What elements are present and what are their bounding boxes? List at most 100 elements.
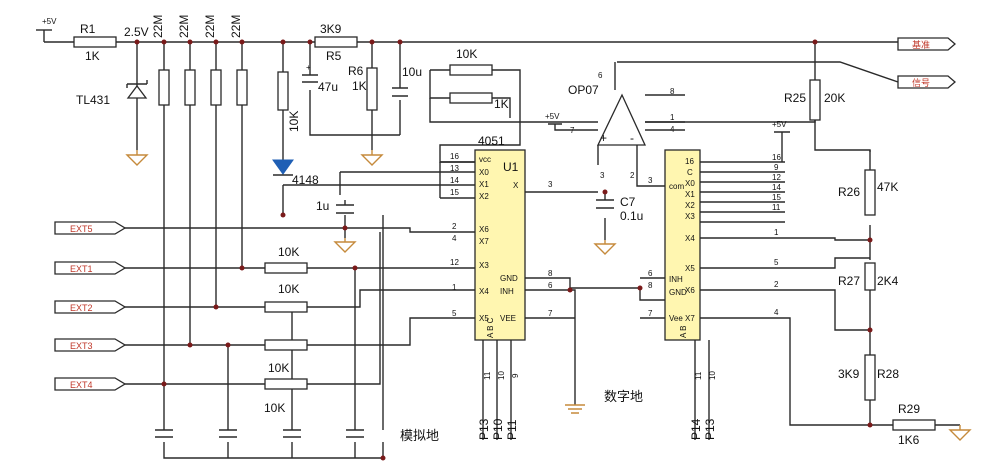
r10k-top-label: 10K: [456, 47, 477, 61]
svg-text:-: -: [630, 131, 634, 145]
cap-47u: + 47u: [302, 63, 338, 94]
svg-text:X5: X5: [479, 314, 489, 323]
svg-text:X3: X3: [479, 261, 489, 270]
svg-text:2K4: 2K4: [877, 274, 899, 288]
svg-text:X6: X6: [479, 225, 489, 234]
junction-dots: [134, 39, 873, 461]
svg-text:X3: X3: [685, 212, 695, 221]
bottom-caps: [155, 429, 364, 438]
svg-text:X2: X2: [479, 192, 489, 201]
svg-text:1K6: 1K6: [898, 433, 920, 447]
plus5v-opamp: +5V: [545, 112, 598, 131]
svg-text:R26: R26: [838, 185, 860, 199]
r22m-2: 22M: [177, 15, 191, 38]
svg-text:+5V: +5V: [545, 112, 560, 121]
svg-text:10: 10: [708, 371, 717, 380]
output-jizhun: 基准: [912, 39, 930, 50]
svg-text:X4: X4: [479, 287, 489, 296]
wires: [43, 30, 960, 459]
svg-text:16: 16: [685, 157, 694, 166]
svg-text:+: +: [306, 63, 311, 72]
resistor-1k-mid: 1K: [449, 92, 509, 111]
tl431-label: TL431: [76, 93, 110, 107]
svg-text:GND: GND: [500, 274, 518, 283]
svg-text:P14: P14: [689, 418, 703, 440]
c7-ref: C7: [620, 195, 636, 209]
svg-text:A B: A B: [679, 326, 688, 338]
resistor-r26: R26 47K: [838, 169, 898, 216]
svg-text:13: 13: [450, 164, 459, 173]
svg-text:6: 6: [548, 281, 553, 290]
svg-text:X0: X0: [479, 168, 489, 177]
u1-ref: U1: [503, 160, 519, 174]
chip-u1-4051: 4051 U1 16 13 14 15 2 4 12 1 5 vcc X0 X1…: [450, 134, 553, 440]
resistor-r28: 3K9 R28: [838, 354, 899, 401]
svg-text:GND: GND: [669, 288, 687, 297]
cap-c7: C7 0.1u: [596, 195, 643, 223]
op07-label: OP07: [568, 83, 599, 97]
svg-text:EXT4: EXT4: [70, 380, 93, 390]
svg-text:X5: X5: [685, 264, 695, 273]
svg-text:12: 12: [450, 258, 459, 267]
svg-text:4: 4: [452, 234, 457, 243]
svg-text:C: C: [687, 168, 693, 177]
svg-text:7: 7: [648, 309, 653, 318]
svg-text:10K: 10K: [278, 245, 299, 259]
svg-text:14: 14: [450, 176, 459, 185]
svg-text:6: 6: [648, 269, 653, 278]
svg-text:15: 15: [772, 193, 781, 202]
resistor-r25: R25 20K: [784, 79, 845, 121]
svg-text:X4: X4: [685, 234, 695, 243]
svg-text:5: 5: [452, 309, 457, 318]
svg-text:X2: X2: [685, 201, 695, 210]
svg-text:R29: R29: [898, 402, 920, 416]
r1k-mid-label: 1K: [494, 97, 509, 111]
svg-text:X1: X1: [479, 180, 489, 189]
svg-text:X0: X0: [685, 179, 695, 188]
resistor-10k-top: 10K: [449, 47, 493, 76]
r10k-vert-label: 10K: [287, 111, 301, 132]
svg-text:11: 11: [483, 371, 492, 380]
svg-text:P10: P10: [491, 418, 505, 440]
svg-text:10K: 10K: [268, 361, 289, 375]
svg-text:3K9: 3K9: [838, 367, 860, 381]
svg-text:1: 1: [452, 283, 457, 292]
cap-1u: 1u: [316, 199, 354, 214]
chip-u2-4051: 3 6 8 7 com INH GND Vee 16 C X0 X1 X2 X3…: [648, 149, 781, 440]
svg-text:P13: P13: [477, 418, 491, 440]
input-resistors-10k: 10K 10K 10K 10K: [264, 245, 308, 415]
svg-text:16: 16: [772, 153, 781, 162]
svg-text:3: 3: [600, 171, 605, 180]
ext-input-tags: EXT5 EXT1 EXT2 EXT3 EXT4: [54, 221, 127, 391]
c7-val: 0.1u: [620, 209, 643, 223]
svg-text:+5V: +5V: [772, 120, 787, 129]
c1u-label: 1u: [316, 199, 329, 213]
resistors-22m: 22M 22M 22M 22M: [151, 15, 248, 106]
r1-ref: R1: [80, 22, 96, 36]
u1-part: 4051: [478, 134, 505, 148]
d4148-label: 4148: [292, 173, 319, 187]
resistor-r29: R29 1K6: [892, 402, 936, 447]
svg-text:EXT2: EXT2: [70, 303, 93, 313]
svg-text:8: 8: [670, 87, 675, 96]
svg-text:15: 15: [450, 188, 459, 197]
svg-text:1: 1: [774, 228, 779, 237]
r1-val: 1K: [85, 49, 100, 63]
r6-ref: R6: [348, 64, 364, 78]
r5-ref: R5: [326, 49, 342, 63]
svg-text:R25: R25: [784, 91, 806, 105]
svg-text:9: 9: [511, 373, 520, 378]
svg-text:Vee: Vee: [669, 314, 683, 323]
cap-10u: 10u: [392, 65, 422, 97]
tl431-zener: TL431: [76, 80, 148, 107]
plus5v-u2: +5V: [772, 120, 790, 162]
r5-val: 3K9: [320, 22, 342, 36]
svg-text:8: 8: [548, 269, 553, 278]
r22m-4: 22M: [229, 15, 243, 38]
svg-text:EXT3: EXT3: [70, 341, 93, 351]
svg-text:R28: R28: [877, 367, 899, 381]
resistor-r5: 3K9 R5: [314, 22, 358, 63]
svg-text:2: 2: [452, 222, 457, 231]
diode-4148: 4148: [272, 159, 319, 187]
